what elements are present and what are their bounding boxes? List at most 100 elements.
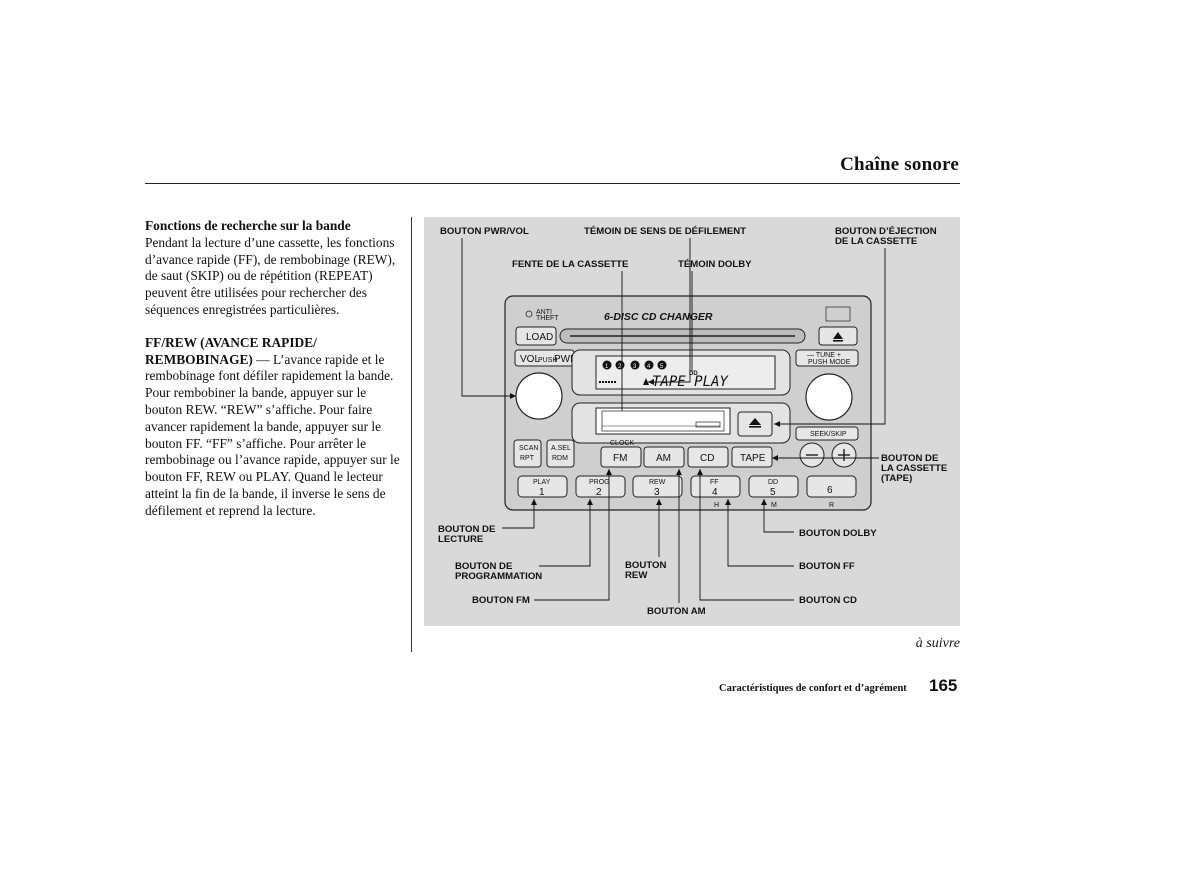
load-label: LOAD xyxy=(526,332,553,343)
continued-note: à suivre xyxy=(915,636,960,651)
rpt-label: RPT xyxy=(520,455,535,462)
tape-eject-icon-bar xyxy=(749,426,761,428)
r-label: R xyxy=(829,502,834,509)
svg-text:4: 4 xyxy=(647,364,651,370)
h-label: H xyxy=(714,502,719,509)
cd-logo xyxy=(825,306,851,322)
scan-rpt-button[interactable] xyxy=(513,439,542,468)
column-divider xyxy=(411,217,412,652)
label-lecture-1: BOUTON DE xyxy=(438,524,496,535)
anti-theft-2: THEFT xyxy=(536,315,559,322)
rdm-label: RDM xyxy=(552,455,568,462)
preset-4-top: FF xyxy=(710,479,719,486)
pwr-label: PWR xyxy=(554,354,577,365)
volume-knob[interactable] xyxy=(515,372,563,420)
tune-knob[interactable] xyxy=(805,373,853,421)
push-mode-label: PUSH MODE xyxy=(808,359,851,366)
cassette-window xyxy=(695,421,721,428)
tape-button[interactable] xyxy=(731,446,773,468)
preset-5-num: 5 xyxy=(770,487,776,498)
preset-3-top: REW xyxy=(649,479,666,486)
vol-label: VOL xyxy=(520,354,540,365)
fm-button[interactable] xyxy=(600,446,642,468)
section-ffrew-text: — L’avance rapide et le rembobinage font… xyxy=(145,351,400,518)
svg-text:1: 1 xyxy=(605,364,609,370)
section-search-heading: Fonctions de recherche sur la bande xyxy=(145,218,351,233)
cassette-slot xyxy=(595,407,731,435)
label-prog-1: BOUTON DE xyxy=(455,561,513,572)
label-dolby-button: BOUTON DOLBY xyxy=(799,528,877,539)
scan-label: SCAN xyxy=(519,445,538,452)
label-direction: TÉMOIN DE SENS DE DÉFILEMENT xyxy=(584,225,746,237)
m-label: M xyxy=(771,502,777,509)
label-slot: FENTE DE LA CASSETTE xyxy=(512,259,629,270)
section-search-text: Pendant la lecture d’une cassette, les f… xyxy=(145,234,396,317)
asel-label: A.SEL xyxy=(551,445,571,452)
tape-label: TAPE xyxy=(740,453,766,464)
push-label: PUSH xyxy=(538,357,557,364)
preset-1-top: PLAY xyxy=(533,479,551,486)
am-button[interactable] xyxy=(643,446,685,468)
direction-indicator xyxy=(643,378,649,385)
label-lecture-2: LECTURE xyxy=(438,534,484,545)
radio-diagram: BOUTON PWR/VOL TÉMOIN DE SENS DE DÉFILEM… xyxy=(438,225,948,617)
changer-label: 6-DISC CD CHANGER xyxy=(604,311,713,323)
load-button[interactable] xyxy=(515,326,557,346)
cd-button[interactable] xyxy=(687,446,729,468)
leader-arrows xyxy=(510,379,780,505)
preset-2-button[interactable] xyxy=(575,475,626,498)
label-tape-1: BOUTON DE xyxy=(881,453,939,464)
am-label: AM xyxy=(656,453,671,464)
label-tape-3: (TAPE) xyxy=(881,473,912,484)
svg-text:2: 2 xyxy=(618,364,622,370)
label-eject-1: BOUTON D’ÉJECTION xyxy=(835,225,937,237)
preset-2-top: PROG xyxy=(589,479,610,486)
preset-3-button[interactable] xyxy=(632,475,683,498)
label-prog-2: PROGRAMMATION xyxy=(455,571,542,582)
display-text: TAPE PLAY xyxy=(652,374,729,390)
seek-skip-label: SEEK/SKIP xyxy=(810,431,847,438)
footer-section-title: Caractéristiques de confort et d’agrémen… xyxy=(719,683,907,694)
asel-rdm-button[interactable] xyxy=(546,439,575,468)
label-ff-button: BOUTON FF xyxy=(799,561,855,572)
label-rew-1: BOUTON xyxy=(625,560,666,571)
label-am-button: BOUTON AM xyxy=(647,606,706,617)
preset-2-num: 2 xyxy=(596,487,602,498)
preset-4-button[interactable] xyxy=(690,475,741,498)
preset-1-num: 1 xyxy=(539,487,545,498)
tune-label: — TUNE + xyxy=(807,352,841,359)
seek-skip-label-box xyxy=(795,426,859,441)
clock-label: CLOCK xyxy=(610,440,634,447)
page-title: Chaîne sonore xyxy=(840,154,959,175)
page-number: 165 xyxy=(929,676,958,695)
preset-6-button[interactable] xyxy=(806,475,857,498)
preset-6-num: 6 xyxy=(827,485,833,496)
text-column: Fonctions de recherche sur la bande Pend… xyxy=(145,218,401,536)
section-ffrew-heading: FF/REW (AVANCE RAPIDE/ REMBOBINAGE) xyxy=(145,334,317,367)
anti-theft-1: ANTI xyxy=(536,309,552,316)
section-search: Fonctions de recherche sur la bande Pend… xyxy=(145,218,401,319)
svg-text:3: 3 xyxy=(633,364,637,370)
label-dolby-indicator: TÉMOIN DOLBY xyxy=(678,258,752,270)
preset-5-top: DD xyxy=(768,479,778,486)
dolby-indicator: DD xyxy=(689,371,698,377)
leader-lines xyxy=(461,238,886,603)
preset-4-num: 4 xyxy=(712,487,718,498)
cd-label: CD xyxy=(700,453,714,464)
section-ffrew: FF/REW (AVANCE RAPIDE/ REMBOBINAGE) — L’… xyxy=(145,335,401,520)
label-pwr-vol: BOUTON PWR/VOL xyxy=(440,226,529,237)
cd-eject-icon-bar xyxy=(833,340,843,342)
tune-mode-button[interactable] xyxy=(795,349,859,367)
label-cd-button: BOUTON CD xyxy=(799,595,857,606)
label-eject-2: DE LA CASSETTE xyxy=(835,236,918,247)
label-fm-button: BOUTON FM xyxy=(472,595,530,606)
svg-text:5: 5 xyxy=(660,364,664,370)
anti-theft-led xyxy=(525,310,533,318)
display-screen xyxy=(595,355,776,390)
radio-figure: BOUTON PWR/VOL TÉMOIN DE SENS DE DÉFILEM… xyxy=(424,217,960,626)
preset-1-button[interactable] xyxy=(517,475,568,498)
label-rew-2: REW xyxy=(625,570,648,581)
cd-eject-icon xyxy=(833,332,843,339)
cassette-door xyxy=(601,410,725,432)
preset-5-button[interactable] xyxy=(748,475,799,498)
